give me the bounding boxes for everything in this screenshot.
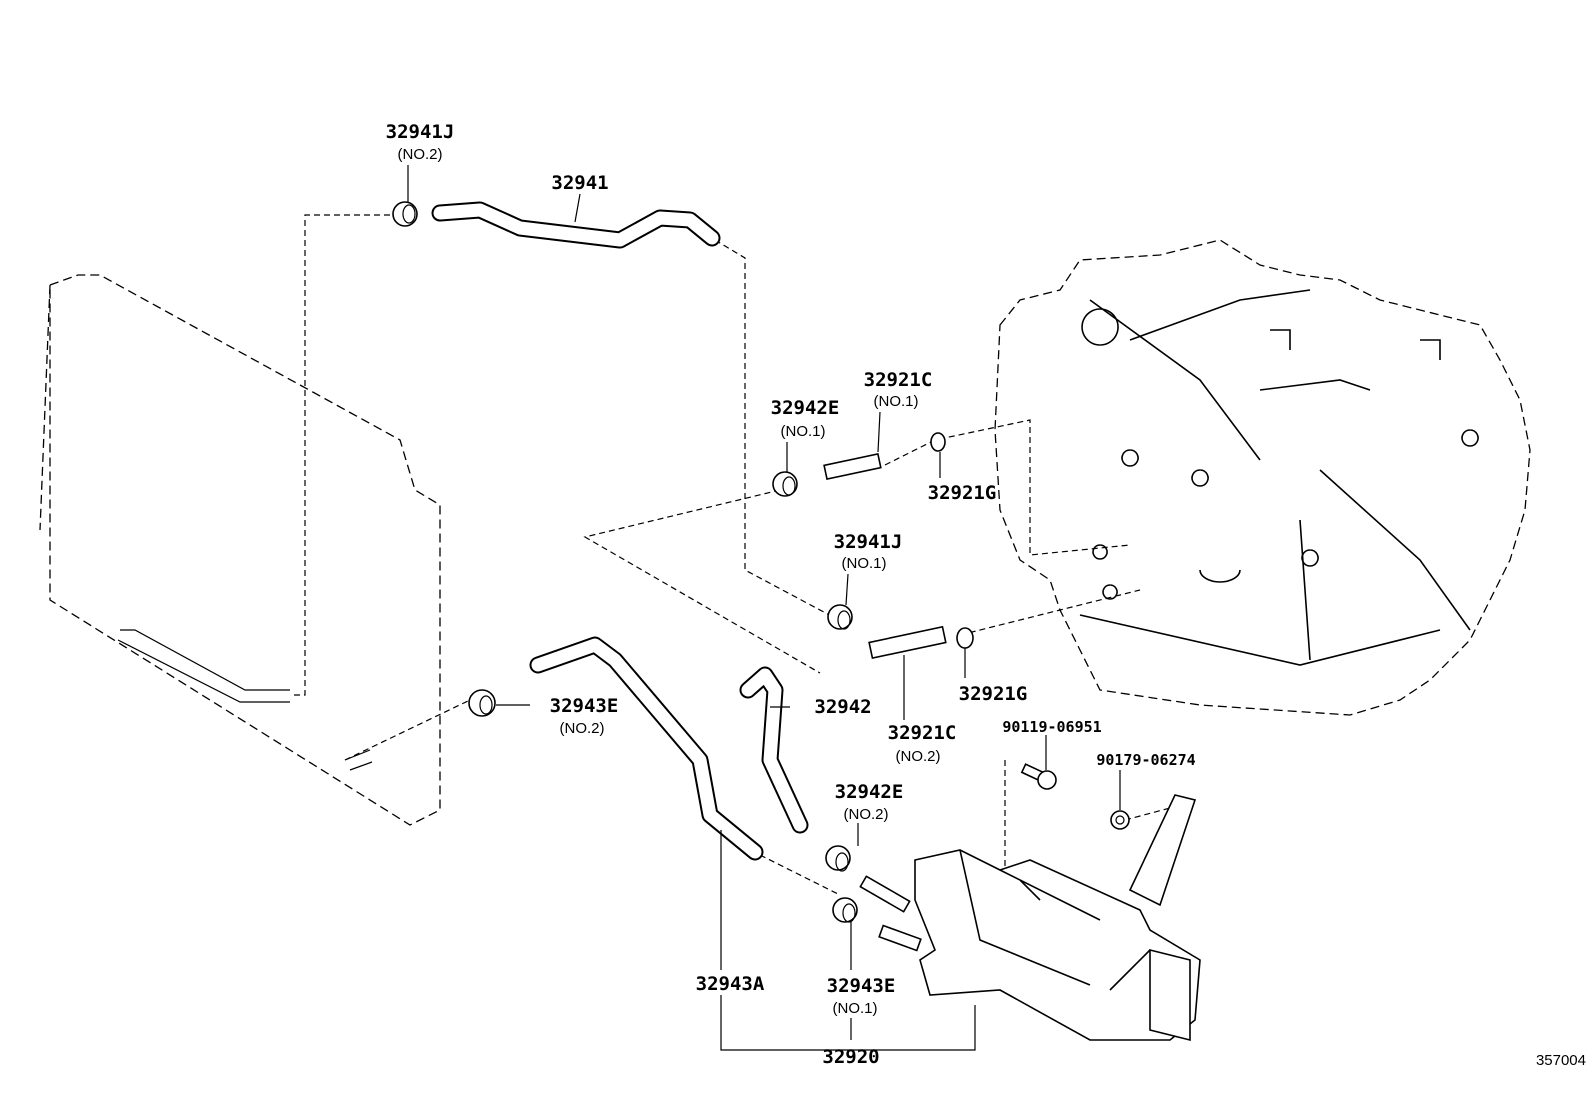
clamp-32941J-no2: [392, 201, 418, 227]
label-32942E-no1: 32942E: [771, 397, 840, 419]
clamp-32942E-no1: [772, 471, 798, 497]
leader-lines: [407, 165, 1121, 1051]
label-32942E-no2-sub: (NO.2): [844, 806, 889, 823]
label-32941J-no2: 32941J: [386, 121, 455, 143]
label-32943A: 32943A: [696, 973, 765, 995]
radiator-outline: [39, 274, 441, 826]
label-32943E-no1-sub: (NO.1): [833, 1000, 878, 1017]
clamp-32942E-no2: [825, 845, 851, 872]
label-32943E-no2-sub: (NO.2): [560, 720, 605, 737]
transmission-outline: [994, 239, 1531, 716]
label-32941J-no2-sub: (NO.2): [398, 146, 443, 163]
label-32942E-no1-sub: (NO.1): [781, 423, 826, 440]
union-32921C-no2: [868, 625, 947, 660]
union-32921C-no1: [823, 452, 882, 480]
connection-lines: [290, 214, 1171, 896]
clamp-32943E-no2: [468, 689, 496, 717]
oil-cooler-32920: [859, 794, 1201, 1042]
label-32921G-b: 32921G: [959, 683, 1028, 705]
diagram-id: 357004: [1536, 1052, 1586, 1069]
label-32941J-no1: 32941J: [834, 531, 903, 553]
clamp-32941J-no1: [827, 604, 853, 630]
bolt-90119-06951: [1020, 763, 1057, 790]
hose-32943A: [529, 636, 764, 861]
label-90179-06274: 90179-06274: [1096, 751, 1195, 769]
label-32942E-no2: 32942E: [835, 781, 904, 803]
nut-90179-06274: [1110, 810, 1130, 830]
label-32921C-no1-sub: (NO.1): [874, 393, 919, 410]
hose-32942: [739, 666, 809, 834]
label-32941J-no1-sub: (NO.1): [842, 555, 887, 572]
label-32943E-no1: 32943E: [827, 975, 896, 997]
label-32943E-no2: 32943E: [550, 695, 619, 717]
label-32920: 32920: [822, 1046, 879, 1068]
label-32941: 32941: [551, 172, 608, 194]
label-32921C-no2-sub: (NO.2): [896, 748, 941, 765]
gasket-32921G-b: [956, 627, 974, 649]
label-32921C-no2: 32921C: [888, 722, 957, 744]
hose-32941: [431, 201, 721, 249]
clamp-32943E-no1: [832, 897, 858, 923]
label-32921G-a: 32921G: [928, 482, 997, 504]
gasket-32921G-a: [930, 432, 946, 452]
label-90119-06951: 90119-06951: [1002, 718, 1101, 736]
label-32942: 32942: [814, 696, 871, 718]
label-32921C-no1: 32921C: [864, 369, 933, 391]
